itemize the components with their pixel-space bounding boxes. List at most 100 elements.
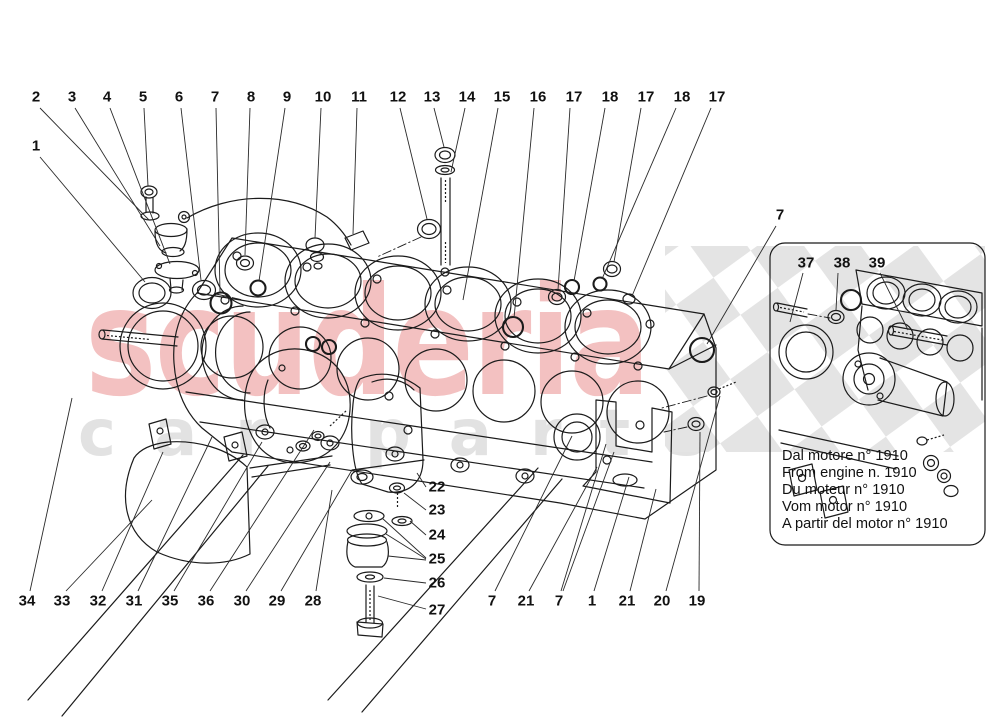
leader-line-26 [383, 577, 427, 584]
leader-line-11 [352, 107, 358, 235]
plug-item8 [235, 255, 255, 271]
callout-7: 7 [555, 593, 563, 610]
leader-line-25 [381, 517, 427, 559]
callout-2: 2 [32, 89, 40, 106]
leader-line-1 [39, 156, 146, 283]
inset-detail: Dal motore n° 1910 From engine n. 1910 D… [769, 242, 986, 546]
note-line-italian: Dal motore n° 1910 [782, 448, 908, 464]
leader-line-13 [433, 107, 445, 148]
stud-item14 [440, 177, 451, 277]
leader-line-18 [601, 107, 677, 280]
callout-24: 24 [429, 527, 446, 544]
leader-line-30 [245, 461, 331, 592]
leader-line-34 [29, 397, 73, 592]
plug-item19 [663, 416, 705, 433]
leader-line-18 [573, 107, 606, 282]
bolt-item20 [661, 381, 737, 409]
callout-23: 23 [429, 502, 446, 519]
leader-line-33 [65, 499, 153, 592]
leader-line-5 [143, 107, 149, 187]
leader-line-17 [557, 107, 571, 291]
leader-line-23 [403, 492, 427, 511]
heat-shield-item33 [124, 418, 251, 564]
leader-line-7 [494, 435, 573, 592]
callout-22: 22 [429, 479, 446, 496]
callout-7: 7 [211, 89, 219, 106]
leader-line-28 [315, 489, 333, 592]
leader-line-10 [314, 107, 322, 239]
callout-18: 18 [674, 89, 691, 106]
callout-17: 17 [566, 89, 583, 106]
starter-motor [244, 335, 351, 464]
mount-hardware-items23-27 [346, 482, 413, 638]
leader-line-20 [665, 395, 721, 592]
callout-15: 15 [494, 89, 511, 106]
callout-1: 1 [32, 138, 40, 155]
callout-3: 3 [68, 89, 76, 106]
inset-notes: Dal motore n° 1910 From engine n. 1910 D… [782, 448, 948, 532]
callout-39: 39 [869, 255, 886, 272]
callout-4: 4 [103, 89, 112, 106]
callout-13: 13 [424, 89, 441, 106]
leader-line-16 [513, 107, 535, 319]
callout-5: 5 [139, 89, 147, 106]
leader-line-12 [399, 107, 428, 220]
engine-exploded-drawing [27, 146, 737, 717]
leader-line-7 [562, 451, 615, 592]
leader-line-17 [631, 107, 712, 297]
tagline-watermark: car parts [78, 397, 744, 471]
callout-7: 7 [488, 593, 496, 610]
leader-line-22 [416, 472, 427, 488]
leader-line-24 [409, 520, 427, 536]
callout-34: 34 [19, 593, 36, 610]
leader-line-4 [109, 107, 171, 265]
note-line-spanish: A partir del motor n° 1910 [782, 516, 948, 532]
leader-line-8 [244, 107, 251, 256]
o-ring-item9 [249, 279, 267, 297]
sensor-cable-item11 [177, 197, 370, 251]
callout-33: 33 [54, 593, 71, 610]
note-line-german: Vom motor n° 1910 [782, 499, 907, 515]
sensor-housing-items2-4 [154, 222, 200, 294]
watermark: scuderia car parts [78, 246, 985, 471]
leader-line-9 [258, 107, 286, 282]
callout-18: 18 [602, 89, 619, 106]
cylinder-gasket-face [196, 232, 705, 371]
nut-washer-item13 [434, 146, 456, 176]
callout-9: 9 [283, 89, 291, 106]
leader-line-38 [835, 272, 839, 311]
leader-line-32 [101, 451, 164, 592]
callout-11: 11 [351, 89, 367, 106]
plug-oring-cluster-items15-18 [547, 260, 636, 306]
callout-31: 31 [126, 593, 143, 610]
callout-37: 37 [798, 255, 815, 272]
leader-line-17 [613, 107, 642, 263]
brand-watermark: scuderia [85, 256, 649, 430]
leader-line-21 [629, 488, 657, 592]
leader-line-3 [74, 107, 161, 247]
leader-line-29 [280, 469, 353, 592]
o-ring-item7 [209, 291, 233, 315]
leader-line-7 [215, 107, 221, 293]
leader-line-31 [137, 436, 213, 592]
callout-21: 21 [619, 593, 636, 610]
callout-35: 35 [162, 593, 179, 610]
callout-10: 10 [315, 89, 332, 106]
inset-box-border [769, 242, 986, 546]
leader-line-25 [387, 555, 427, 561]
leader-line-36 [209, 429, 315, 592]
callout-21: 21 [518, 593, 535, 610]
callout-7: 7 [776, 207, 784, 224]
leader-line-1 [593, 476, 630, 592]
callout-20: 20 [654, 593, 671, 610]
note-line-french: Du moteur n° 1910 [782, 482, 905, 498]
leader-line-19 [698, 431, 701, 592]
seal-ring-part [119, 302, 207, 390]
plug-item12 [376, 218, 442, 258]
callout-38: 38 [834, 255, 851, 272]
callout-1: 1 [588, 593, 596, 610]
leader-line-7 [560, 443, 607, 592]
leader-line-21 [528, 466, 598, 592]
